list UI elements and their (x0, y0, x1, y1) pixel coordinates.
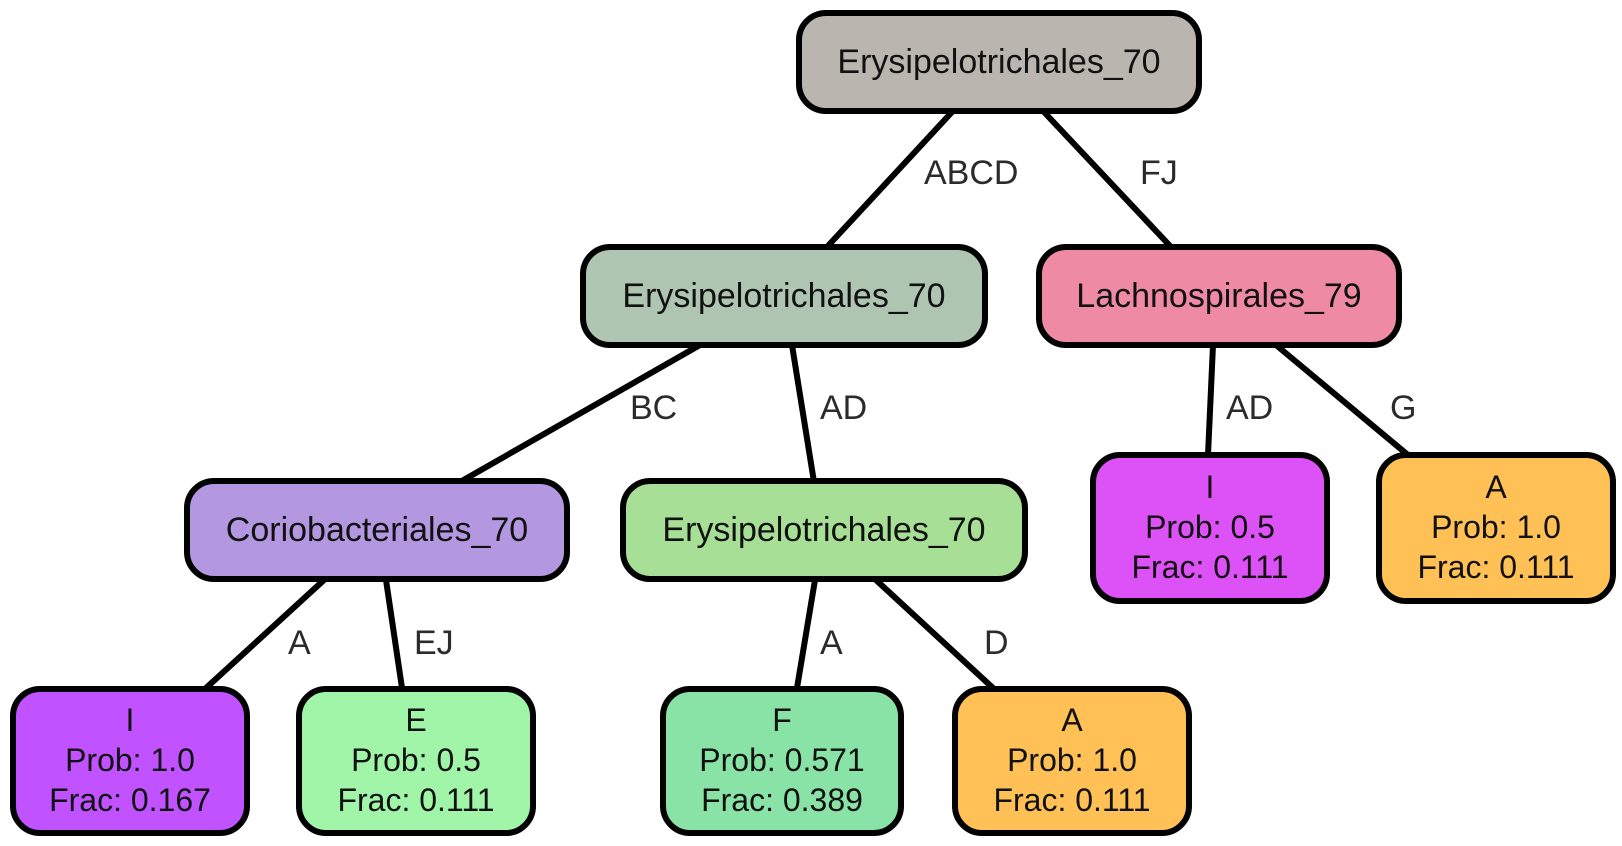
node-lachnospirales: Lachnospirales_79 (1036, 244, 1402, 348)
edge-coriobacteriales-to-leaf-i (203, 577, 327, 691)
edge-erysipelotrichales-child-to-leaf-f (794, 579, 818, 689)
edge-label-ej: EJ (414, 624, 454, 662)
node-root: Erysipelotrichales_70 (796, 10, 1202, 114)
edge-label-ad: AD (820, 389, 868, 427)
leaf-i-left-prob: Prob: 1.0 (65, 742, 195, 779)
leaf-a-right-prob: Prob: 1.0 (1431, 509, 1561, 546)
edge-label-ad-right: AD (1226, 389, 1274, 427)
edge-erysipelotrichales-child-to-leaf-a (873, 577, 996, 691)
edge-label-a-middle: A (820, 624, 843, 662)
leaf-node-e: E Prob: 0.5 Frac: 0.111 (296, 686, 536, 836)
leaf-a-middle-frac: Frac: 0.111 (993, 781, 1151, 818)
leaf-node-f: F Prob: 0.571 Frac: 0.389 (660, 686, 904, 836)
edge-root-to-erysipelotrichales (823, 109, 955, 251)
node-root-title: Erysipelotrichales_70 (837, 42, 1161, 81)
leaf-f-title: F (772, 702, 792, 739)
edge-lachnospirales-to-leaf-a (1274, 342, 1410, 458)
leaf-a-middle-prob: Prob: 1.0 (1007, 742, 1137, 779)
node-erysipelotrichales-child-title: Erysipelotrichales_70 (662, 510, 986, 549)
leaf-i-right-frac: Frac: 0.111 (1131, 548, 1289, 585)
node-erysipelotrichales-child: Erysipelotrichales_70 (620, 478, 1028, 582)
leaf-node-i-left: I Prob: 1.0 Frac: 0.167 (10, 686, 250, 836)
leaf-i-right-prob: Prob: 0.5 (1145, 509, 1275, 546)
edge-lachnospirales-to-leaf-i (1205, 344, 1216, 456)
leaf-a-right-frac: Frac: 0.111 (1417, 548, 1575, 585)
edge-label-fj: FJ (1140, 154, 1178, 192)
node-lachnospirales-title: Lachnospirales_79 (1076, 276, 1362, 315)
leaf-e-title: E (405, 702, 427, 739)
leaf-e-frac: Frac: 0.111 (337, 781, 495, 818)
leaf-node-a-right: A Prob: 1.0 Frac: 0.111 (1376, 452, 1616, 604)
edge-erysipelotrichales-to-coriobacteriales (458, 342, 702, 485)
leaf-i-left-title: I (125, 702, 135, 739)
node-coriobacteriales: Coriobacteriales_70 (184, 478, 570, 582)
edge-root-to-lachnospirales (1041, 109, 1175, 251)
edge-label-a-left: A (288, 624, 311, 662)
edge-label-bc: BC (630, 389, 678, 427)
leaf-node-a-middle: A Prob: 1.0 Frac: 0.111 (952, 686, 1192, 836)
edge-label-d: D (984, 624, 1009, 662)
leaf-node-i-right: I Prob: 0.5 Frac: 0.111 (1090, 452, 1330, 604)
leaf-i-right-title: I (1205, 469, 1215, 506)
edge-coriobacteriales-to-leaf-e (383, 579, 405, 689)
leaf-a-middle-title: A (1061, 702, 1083, 739)
node-erysipelotrichales-title: Erysipelotrichales_70 (622, 276, 946, 315)
leaf-f-prob: Prob: 0.571 (699, 742, 865, 779)
edge-erysipelotrichales-to-erysipelotrichales-child (789, 344, 817, 483)
leaf-i-left-frac: Frac: 0.167 (49, 781, 211, 818)
node-coriobacteriales-title: Coriobacteriales_70 (225, 510, 529, 549)
leaf-a-right-title: A (1485, 469, 1507, 506)
edge-label-abcd: ABCD (924, 154, 1019, 192)
leaf-f-frac: Frac: 0.389 (701, 781, 863, 818)
node-erysipelotrichales: Erysipelotrichales_70 (580, 244, 988, 348)
edge-label-g: G (1390, 389, 1417, 427)
leaf-e-prob: Prob: 0.5 (351, 742, 481, 779)
